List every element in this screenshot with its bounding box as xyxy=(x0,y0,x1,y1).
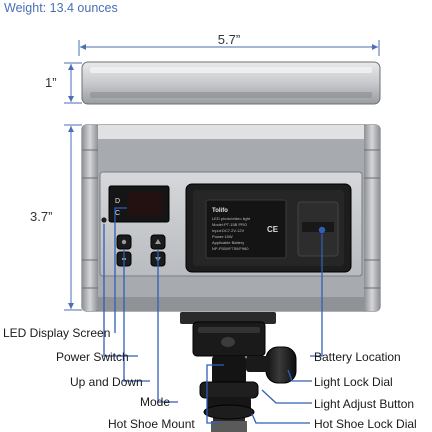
battery-plate xyxy=(185,183,352,273)
callout-mode: Mode xyxy=(140,395,170,409)
callout-light-adjust-button: Light Adjust Button xyxy=(314,397,414,411)
hot-shoe-lock-dial[interactable] xyxy=(203,404,255,420)
ce-mark: CE xyxy=(267,225,279,234)
callout-light-lock-dial: Light Lock Dial xyxy=(314,375,393,389)
callout-led-display-screen: LED Display Screen xyxy=(3,326,110,340)
callout-power-switch: Power Switch xyxy=(56,350,129,364)
screen-line-1: D xyxy=(115,198,120,205)
depth-value: 1” xyxy=(45,75,57,90)
svg-text:Applicable Battery: Applicable Battery xyxy=(212,240,244,245)
svg-text:Model:PT-15B PRO: Model:PT-15B PRO xyxy=(212,222,247,227)
light-top-view xyxy=(81,61,381,105)
svg-text:Input:DC7.2V-12V: Input:DC7.2V-12V xyxy=(212,228,245,233)
height-value: 3.7” xyxy=(30,209,52,224)
battery-plate-brand: Tolifo xyxy=(212,208,228,214)
screen-line-2: C xyxy=(115,210,120,217)
svg-text:NP-F550/F750/F960: NP-F550/F750/F960 xyxy=(212,246,249,251)
led-display-screen xyxy=(108,185,170,223)
battery-location-marker xyxy=(318,226,326,234)
height-dimension xyxy=(64,124,82,311)
callout-hot-shoe-mount: Hot Shoe Mount xyxy=(108,417,195,431)
callout-leader-lines xyxy=(103,207,323,424)
width-value: 5.7” xyxy=(218,32,240,47)
callout-battery-location: Battery Location xyxy=(314,350,401,364)
depth-dimension xyxy=(64,62,82,104)
weight-label: Weight: 13.4 ounces xyxy=(4,1,118,15)
width-dimension xyxy=(78,40,380,56)
svg-text:Power:15W: Power:15W xyxy=(212,234,233,239)
callout-hot-shoe-lock-dial: Hot Shoe Lock Dial xyxy=(314,417,417,431)
callout-up-and-down: Up and Down xyxy=(70,375,143,389)
svg-text:LED photo/video light: LED photo/video light xyxy=(212,216,251,221)
power-switch-indicator[interactable] xyxy=(101,217,107,223)
light-lock-dial[interactable] xyxy=(246,346,297,384)
battery-plate-specs: LED photo/video light Model:PT-15B PRO I… xyxy=(212,216,251,251)
